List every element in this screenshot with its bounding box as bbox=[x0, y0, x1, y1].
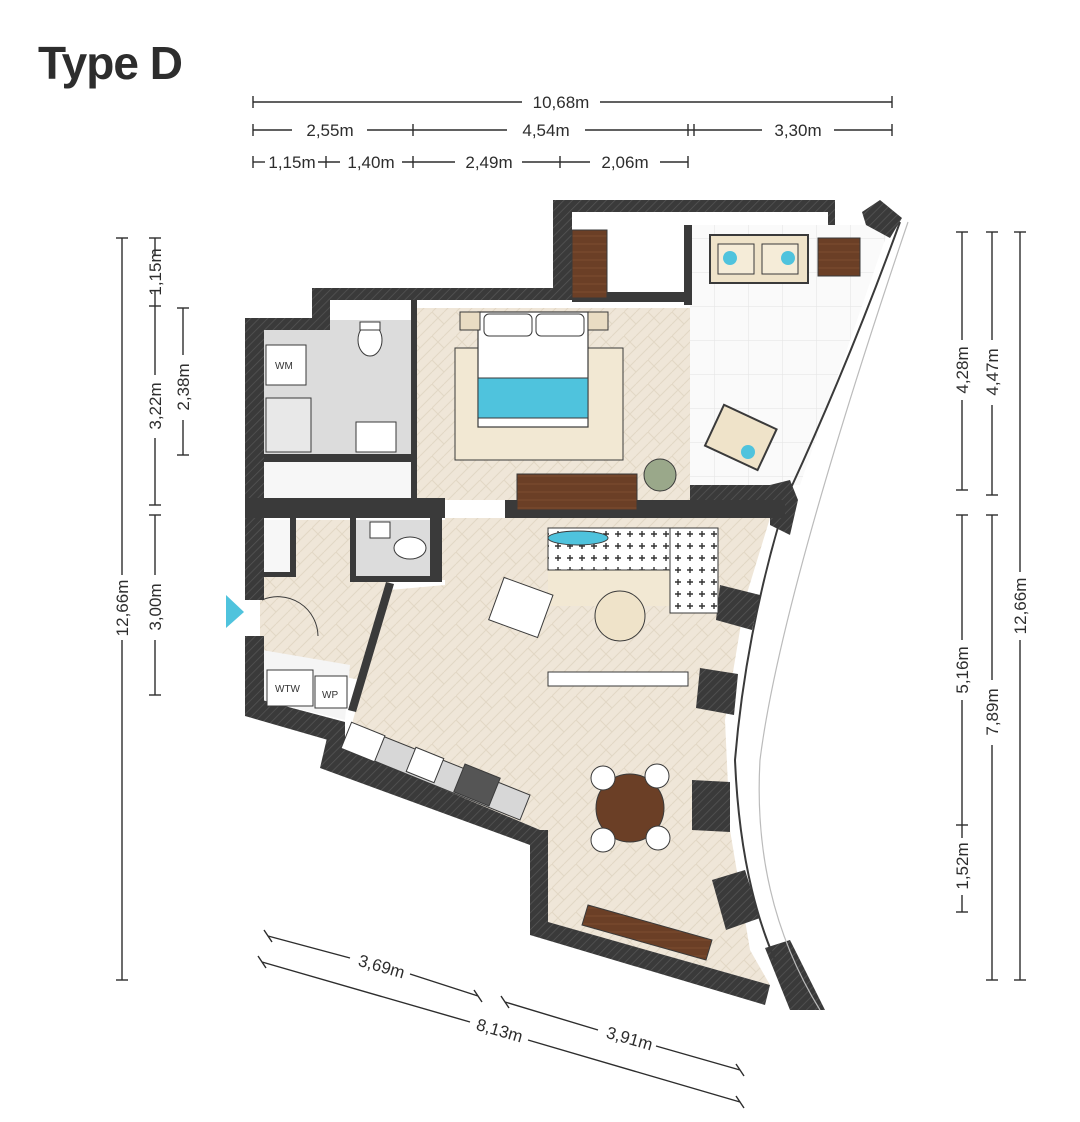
living-floor bbox=[345, 518, 770, 985]
walls bbox=[245, 200, 902, 1010]
dim-left-total: 12,66m bbox=[113, 580, 132, 637]
top-dimension-lines bbox=[252, 96, 893, 168]
dim-bottom-b: 3,91m bbox=[604, 1023, 655, 1054]
right-dimension-lines bbox=[956, 231, 1026, 981]
page-title: Type D bbox=[38, 37, 183, 89]
label-wm: WM bbox=[275, 361, 293, 372]
bedroom-furniture bbox=[454, 311, 677, 511]
dim-top-row3-a: 1,15m bbox=[268, 153, 315, 172]
label-wtw: WTW bbox=[275, 684, 301, 695]
dim-left-sub: 2,38m bbox=[174, 363, 193, 410]
dim-top-row3-b: 1,40m bbox=[347, 153, 394, 172]
dim-right-c: 5,16m bbox=[953, 646, 972, 693]
dim-right-e: 1,52m bbox=[953, 842, 972, 889]
left-dimension-lines bbox=[116, 237, 189, 981]
dim-top-total: 10,68m bbox=[533, 93, 590, 112]
storage-floor bbox=[264, 462, 411, 498]
dim-left-c: 3,00m bbox=[146, 583, 165, 630]
meter-cupboard-floor bbox=[262, 520, 294, 575]
dim-bottom-c: 8,13m bbox=[474, 1015, 525, 1046]
entrance-door-swing bbox=[261, 596, 319, 637]
entrance-marker-icon bbox=[226, 595, 244, 628]
dim-top-row3-d: 2,06m bbox=[601, 153, 648, 172]
bathroom-fixtures bbox=[265, 321, 427, 560]
dim-right-total: 12,66m bbox=[1011, 578, 1030, 635]
label-wp: WP bbox=[322, 690, 338, 701]
dim-right-d: 7,89m bbox=[983, 688, 1002, 735]
dim-top-row2-b: 4,54m bbox=[522, 121, 569, 140]
wardrobe bbox=[571, 229, 608, 299]
dim-left-b: 3,22m bbox=[146, 382, 165, 429]
dim-left-a: 1,15m bbox=[146, 248, 165, 295]
balcony-furniture bbox=[703, 234, 861, 472]
dim-top-row2-a: 2,55m bbox=[306, 121, 353, 140]
dim-right-b: 4,47m bbox=[983, 348, 1002, 395]
living-furniture bbox=[340, 527, 719, 961]
dim-top-row2-c: 3,30m bbox=[774, 121, 821, 140]
dim-bottom-a: 3,69m bbox=[356, 951, 407, 982]
bottom-dimension-lines bbox=[257, 929, 745, 1109]
dim-right-a: 4,28m bbox=[953, 346, 972, 393]
utility-appliances bbox=[266, 669, 348, 709]
dim-top-row3-c: 2,49m bbox=[465, 153, 512, 172]
